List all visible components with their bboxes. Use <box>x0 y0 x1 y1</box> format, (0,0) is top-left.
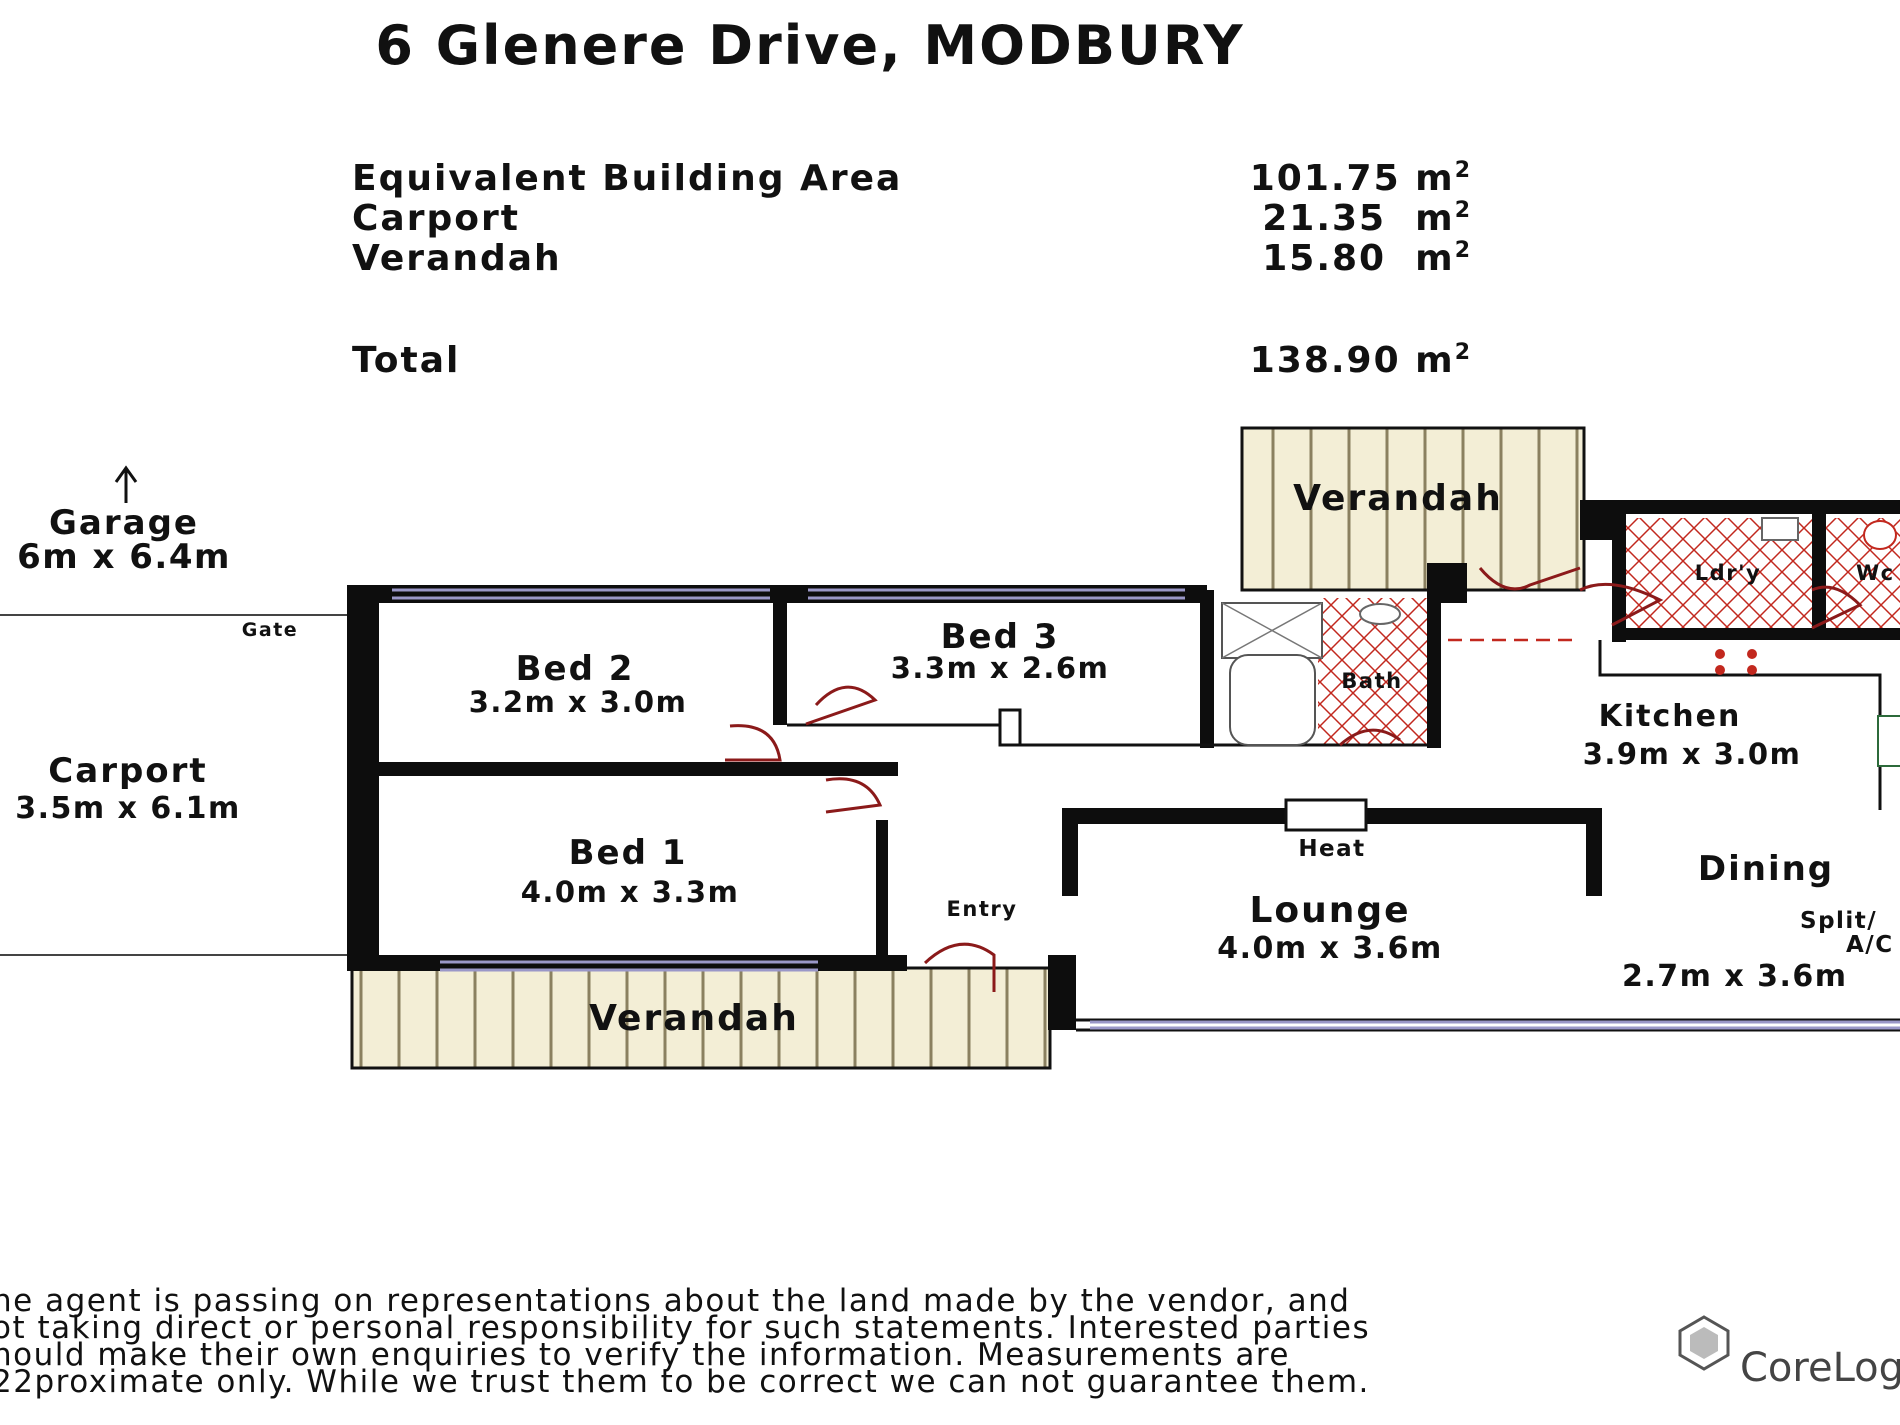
verandah-top-label: Verandah <box>1293 478 1503 519</box>
garage-arrow-icon <box>114 465 138 503</box>
corelogic-logo-icon <box>1678 1315 1730 1371</box>
gate-label: Gate <box>242 619 298 641</box>
garage-label: Garage <box>49 503 199 543</box>
fridge <box>1877 715 1900 767</box>
door-swings <box>725 566 1863 992</box>
kitchen-label: Kitchen <box>1599 699 1742 734</box>
shower-cross-icon <box>1221 602 1323 659</box>
dining-label: Dining <box>1698 849 1834 889</box>
heat-label: Heat <box>1298 836 1365 862</box>
bathtub <box>1229 654 1316 746</box>
corelogic-logo: CoreLog <box>1660 1305 1900 1395</box>
dining-dims: 2.7m x 3.6m <box>1622 959 1848 994</box>
verandah-bottom-label: Verandah <box>589 998 799 1039</box>
split-ac-label-1: Split/ <box>1800 908 1877 934</box>
bed3-dims: 3.3m x 2.6m <box>891 651 1110 685</box>
entry-label: Entry <box>947 897 1018 921</box>
bed1-label: Bed 1 <box>569 833 688 873</box>
toilet-icon <box>1863 520 1897 550</box>
carport-dims: 3.5m x 6.1m <box>15 791 241 826</box>
basin-icon <box>1359 603 1401 625</box>
bed2-dims: 3.2m x 3.0m <box>469 685 688 719</box>
lounge-dims: 4.0m x 3.6m <box>1217 931 1443 966</box>
garage-dims: 6m x 6.4m <box>17 537 231 577</box>
bed2-label: Bed 2 <box>516 649 635 689</box>
laundry-label: Ldr'y <box>1695 561 1761 585</box>
laundry-tub-icon <box>1761 517 1799 541</box>
area-row-verandah: Verandah 15.80 m2 <box>352 238 1472 279</box>
bath-label: Bath <box>1341 669 1402 693</box>
carport-label: Carport <box>48 751 207 791</box>
wc-label: Wc <box>1856 561 1895 585</box>
bed1-dims: 4.0m x 3.3m <box>521 875 740 909</box>
verandah-top <box>1240 426 1586 592</box>
windows <box>392 588 1900 1030</box>
area-row-total: Total 138.90 m2 <box>352 340 1472 381</box>
area-schedule: Equivalent Building Area 101.75 m2 Carpo… <box>352 158 1472 381</box>
kitchen-dims: 3.9m x 3.0m <box>1583 737 1802 771</box>
bed3-label: Bed 3 <box>941 617 1060 657</box>
cooktop-icon <box>1715 649 1757 675</box>
lounge-label: Lounge <box>1249 890 1410 931</box>
area-row-building: Equivalent Building Area 101.75 m2 <box>352 158 1472 199</box>
plan-title: 6 Glenere Drive, MODBURY <box>375 14 1245 77</box>
split-ac-label-2: A/C <box>1846 932 1894 958</box>
area-row-carport: Carport 21.35 m2 <box>352 198 1472 239</box>
disclaimer: he agent is passing on representations a… <box>0 1283 1371 1400</box>
